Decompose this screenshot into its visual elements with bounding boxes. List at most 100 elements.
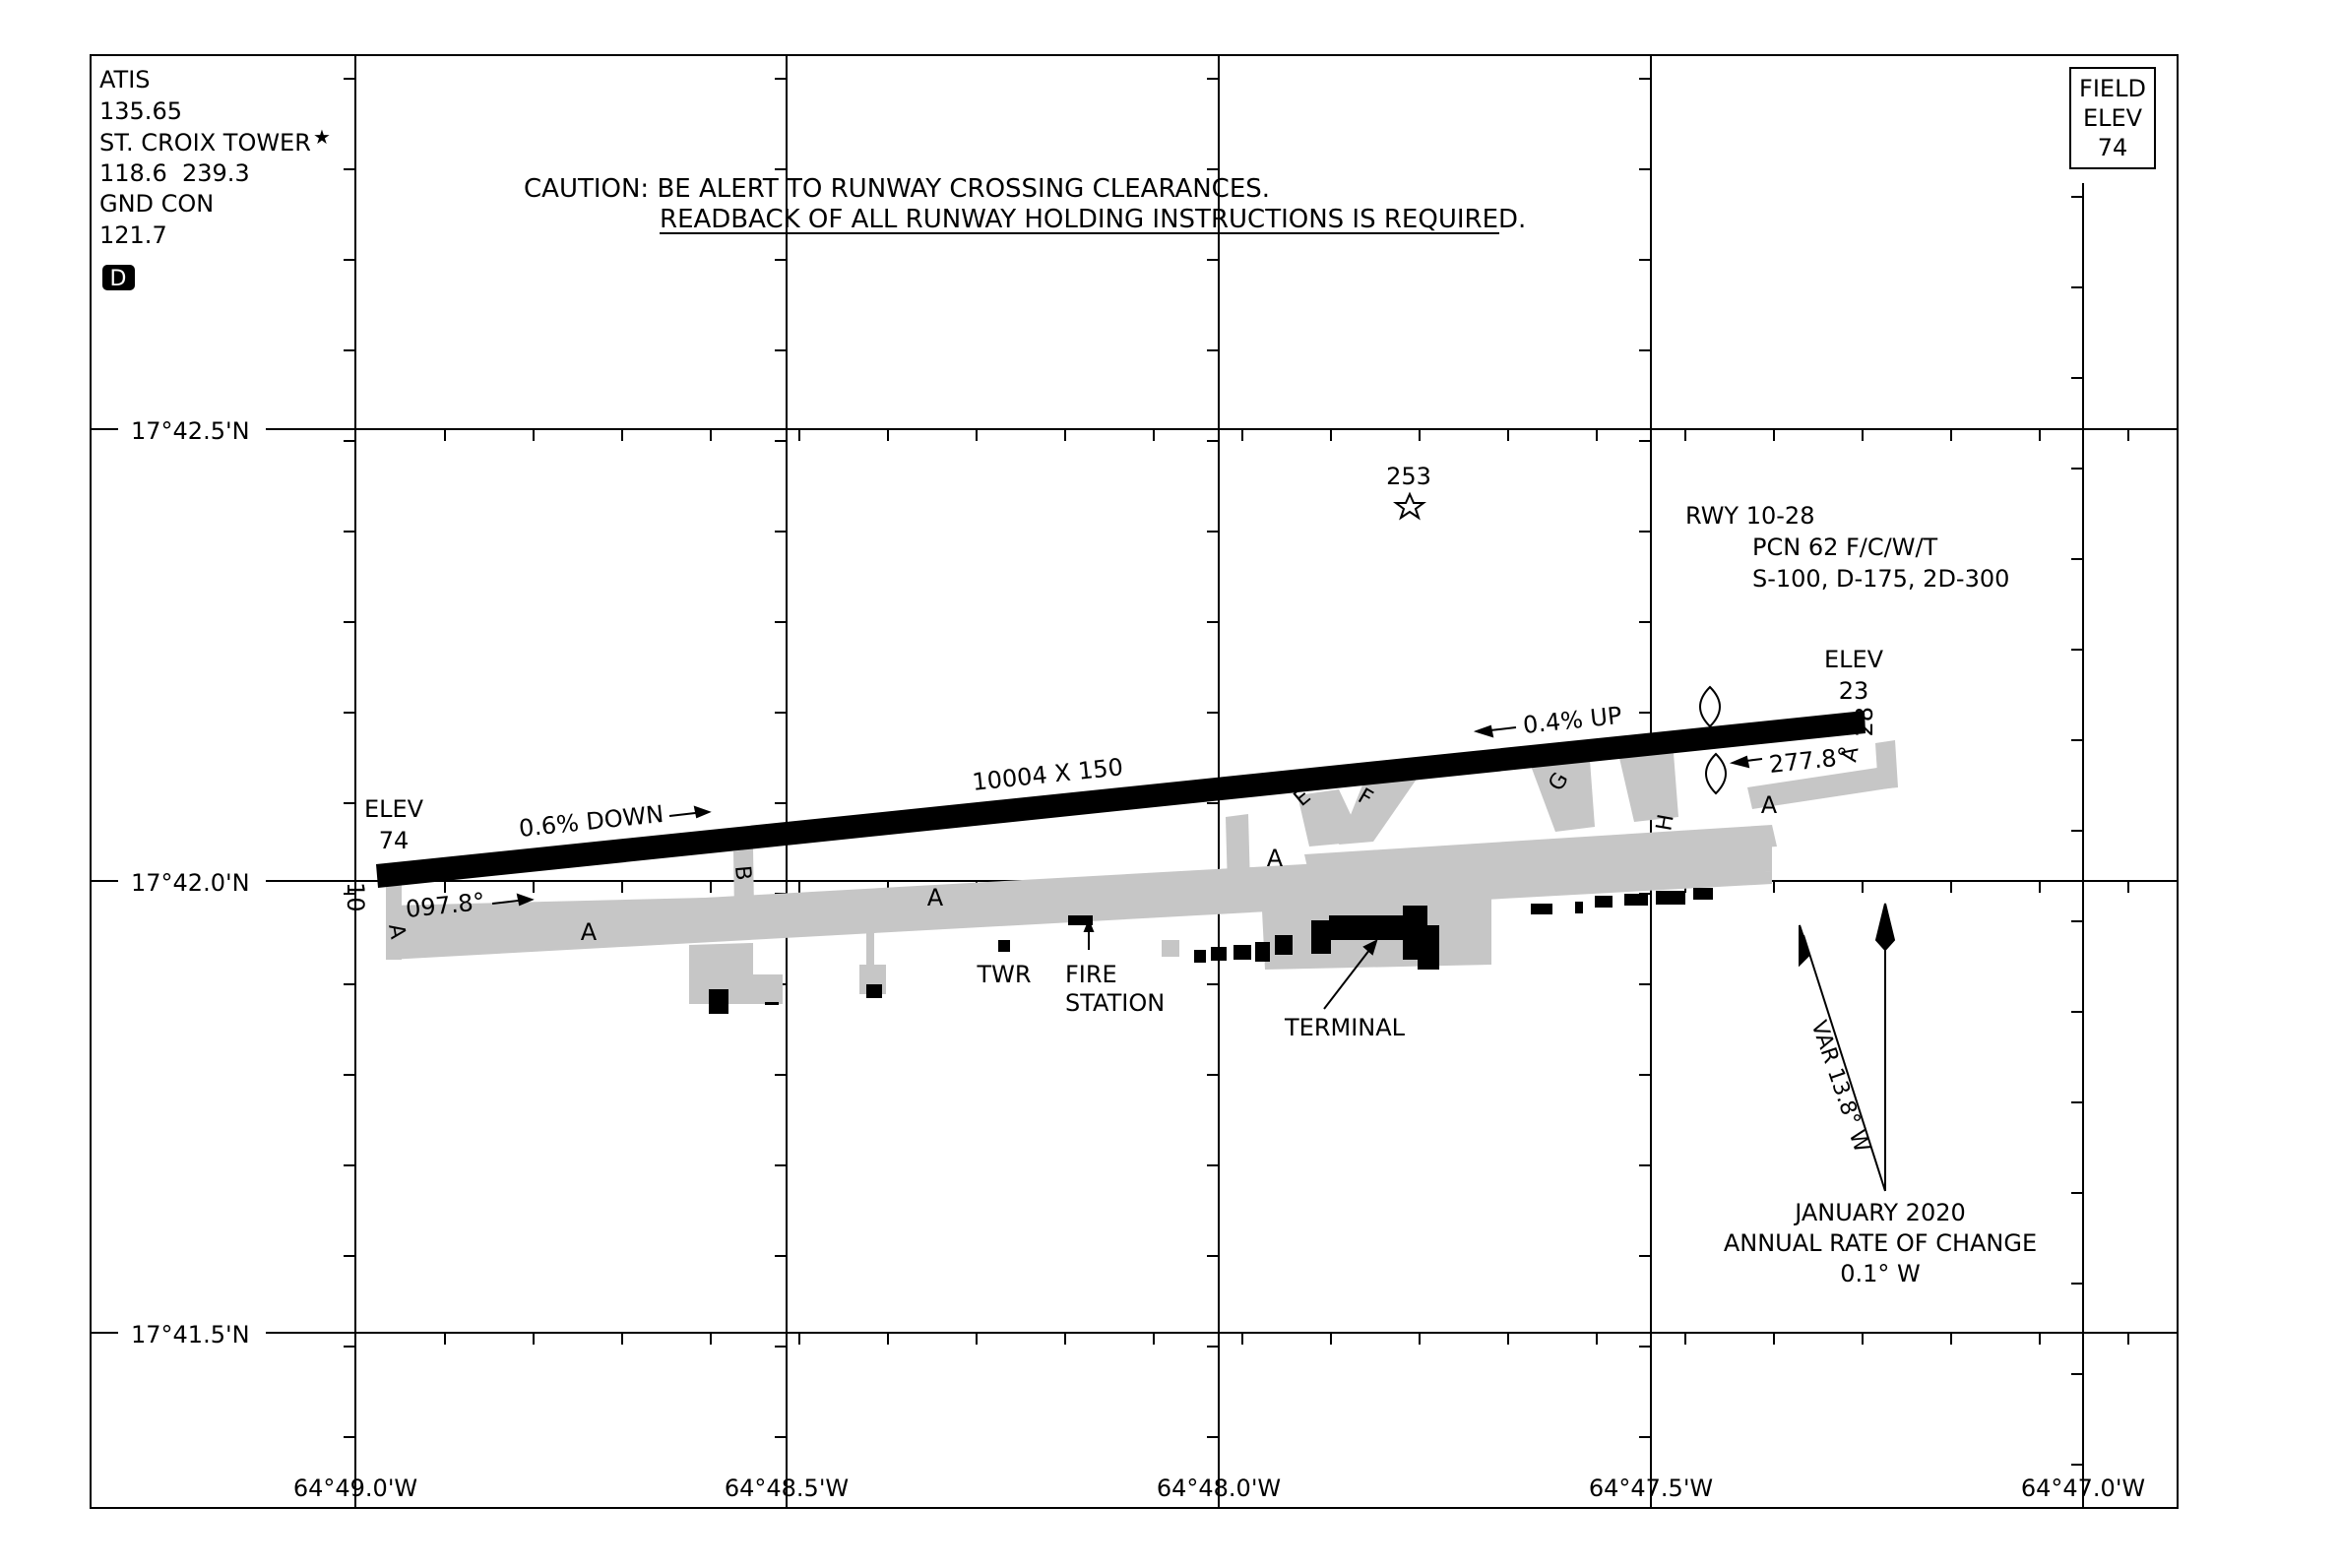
magvar-arrows	[1799, 903, 1896, 1192]
east-apron-small	[1162, 940, 1179, 957]
taxiway-a-east-end	[1747, 766, 1895, 809]
hdg-28: 277.8°	[1768, 743, 1850, 779]
taxiway-label-a-3: A	[927, 884, 944, 911]
lon-label-1: 64°49.0'W	[293, 1474, 417, 1502]
runway-end-28: 28	[1851, 707, 1878, 737]
obstacle-height: 253	[1386, 463, 1431, 490]
lat-lon-grid	[91, 55, 2178, 1508]
elev-10-label: ELEV	[364, 795, 424, 823]
building-terminal-2	[1211, 947, 1227, 961]
hdg-10-arrowhead	[516, 893, 535, 907]
fire-apron	[1068, 891, 1078, 920]
map-frame	[90, 54, 2179, 1509]
taxiway-label-a-1: A	[383, 922, 410, 941]
taxiway-label-a-6: A	[1837, 745, 1864, 764]
taxiway-b-connector	[733, 848, 754, 913]
terminal-leader-head	[1362, 939, 1378, 956]
taxiway-h-connector	[1619, 753, 1678, 822]
light-symbol-1	[1699, 685, 1721, 728]
fire-station-building	[1068, 915, 1093, 925]
taxiway-label-a-5: A	[1761, 791, 1778, 819]
gnd-label: GND CON	[99, 190, 214, 218]
rwy-info-strength: S-100, D-175, 2D-300	[1752, 565, 2009, 593]
field-elev-box	[2069, 67, 2156, 169]
taxiway-g-connector	[1531, 760, 1595, 832]
building-west-2	[765, 1002, 779, 1005]
buildings	[709, 888, 1713, 1014]
connector-mid	[866, 906, 874, 967]
caution-line1: CAUTION: BE ALERT TO RUNWAY CROSSING CLE…	[524, 174, 1270, 204]
building-east-5	[1656, 891, 1685, 905]
rwy-info-title: RWY 10-28	[1685, 502, 1814, 530]
terminal-label: TERMINAL	[1284, 1014, 1406, 1041]
lat-label-1: 17°42.5'N	[131, 417, 250, 445]
tower-freqs: 118.6 239.3	[99, 159, 250, 187]
fire-label-2: STATION	[1065, 989, 1165, 1017]
terminal-leader	[1323, 944, 1374, 1010]
atis-label: ATIS	[99, 66, 151, 94]
tower-star-icon: ★	[313, 125, 331, 149]
magvar-rate: 0.1° W	[1840, 1260, 1921, 1287]
lon-label-5: 64°47.0'W	[2021, 1474, 2145, 1502]
obstacle-star-icon	[1393, 491, 1426, 521]
slope-west-arrowhead	[693, 805, 712, 819]
slope-east-arrowhead	[1473, 724, 1494, 738]
mag-north-arrowhead	[1799, 924, 1811, 968]
taxiway-f-connector	[1339, 778, 1418, 845]
lat-label-3: 17°41.5'N	[131, 1321, 250, 1348]
terminal-wing-2	[1418, 925, 1439, 970]
twr-label: TWR	[976, 961, 1031, 988]
building-east-4	[1624, 894, 1648, 906]
fire-label-1: FIRE	[1065, 961, 1117, 988]
taxiway-c-connector	[1226, 814, 1250, 888]
building-terminal-6	[1311, 920, 1331, 954]
slope-east: 0.4% UP	[1522, 702, 1623, 739]
taxiway-label-h: H	[1652, 812, 1678, 833]
twr-building	[998, 940, 1010, 952]
magvar-date: JANUARY 2020	[1793, 1199, 1966, 1226]
fire-leader-head	[1083, 918, 1095, 932]
building-terminal-4	[1255, 942, 1270, 962]
taxiway-network	[386, 740, 1898, 1004]
d-badge-text: D	[110, 267, 127, 291]
true-north-arrowhead	[1874, 903, 1896, 952]
elev-28-value: 23	[1839, 677, 1869, 705]
pointer-arrows	[491, 724, 1763, 1010]
runway-10-28	[376, 711, 1866, 888]
elev-28-label: ELEV	[1824, 646, 1884, 673]
building-east-3	[1595, 896, 1613, 908]
d-badge-icon	[102, 265, 135, 290]
building-terminal-3	[1233, 945, 1251, 960]
building-east-6	[1693, 888, 1713, 900]
lat-label-2: 17°42.0'N	[131, 869, 250, 897]
west-apron	[689, 943, 753, 1004]
magvar-rate-label: ANNUAL RATE OF CHANGE	[1724, 1229, 2037, 1257]
building-west-3	[866, 984, 882, 998]
tower-label: ST. CROIX TOWER	[99, 129, 311, 157]
taxiway-a-end-west	[386, 866, 402, 960]
taxiway-label-a-2: A	[581, 918, 598, 946]
light-symbol-2	[1705, 752, 1727, 795]
lon-label-4: 64°47.5'W	[1589, 1474, 1713, 1502]
hdg-28-arrowhead	[1729, 755, 1750, 769]
gnd-freq: 121.7	[99, 221, 167, 249]
west-apron-2	[753, 974, 783, 1004]
lon-label-2: 64°48.5'W	[725, 1474, 849, 1502]
elev-10-value: 74	[379, 827, 410, 854]
building-east-1	[1531, 904, 1552, 914]
building-east-2	[1575, 902, 1583, 913]
magvar-var: VAR 13.8° W	[1805, 1018, 1873, 1156]
building-terminal-5	[1275, 935, 1293, 955]
field-elev-value: 74	[2098, 134, 2128, 161]
building-west-1	[709, 989, 728, 1014]
taxiway-label-a-4: A	[1267, 845, 1284, 872]
caution-line2: READBACK OF ALL RUNWAY HOLDING INSTRUCTI…	[660, 205, 1526, 234]
taxiway-label-b: B	[729, 864, 755, 881]
taxiway-a-end-east	[1875, 740, 1898, 789]
mag-north-line	[1802, 934, 1886, 1192]
lon-label-3: 64°48.0'W	[1157, 1474, 1281, 1502]
field-elev-line2: ELEV	[2083, 104, 2143, 132]
field-elev-line1: FIELD	[2079, 75, 2146, 102]
rwy-info-pcn: PCN 62 F/C/W/T	[1752, 533, 1938, 561]
